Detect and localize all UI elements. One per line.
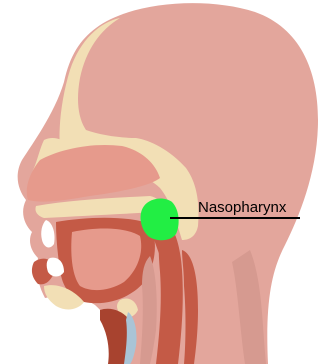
nasopharynx-highlight <box>141 199 179 241</box>
nasopharynx-label: Nasopharynx <box>198 199 286 217</box>
